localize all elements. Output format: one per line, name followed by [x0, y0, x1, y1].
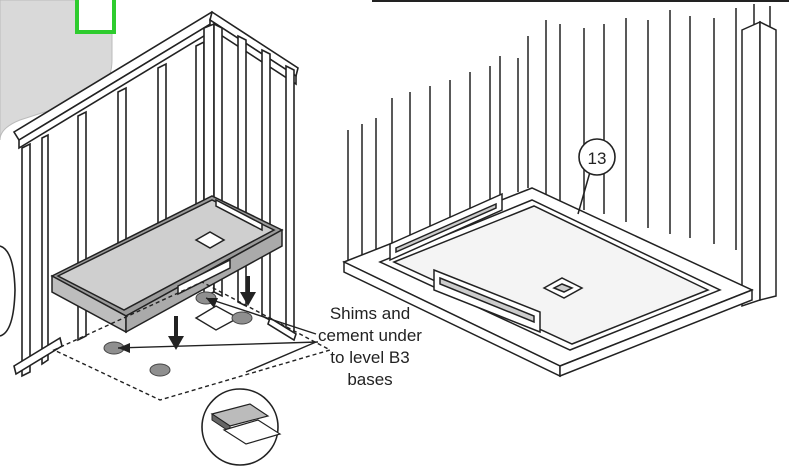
- placement-arrows: [168, 276, 256, 350]
- shower-base-left: [50, 195, 284, 334]
- callout-13-circle: [578, 138, 616, 176]
- leader-arrowhead-2: [206, 298, 218, 308]
- installed-base-walls: [342, 4, 777, 378]
- floor-outline: [52, 281, 332, 401]
- note-line-4: bases: [347, 370, 393, 389]
- shim-detail-circle: [201, 388, 282, 466]
- note-line-3: to level B3: [330, 348, 410, 367]
- leader-arrowhead-1: [118, 343, 130, 353]
- highlight-box: [75, 0, 116, 34]
- callout-13-leader: [577, 171, 591, 215]
- shim-instruction-text: Shims and cement under to level B3 bases: [300, 303, 440, 391]
- shim-2: [149, 363, 171, 377]
- shim-4: [231, 311, 253, 325]
- partial-callout-circle: [0, 245, 16, 337]
- callout-13-number: 13: [588, 149, 607, 168]
- leader-lines: [117, 297, 319, 373]
- note-line-1: Shims and: [329, 304, 411, 323]
- note-line-2: cement under: [318, 326, 422, 345]
